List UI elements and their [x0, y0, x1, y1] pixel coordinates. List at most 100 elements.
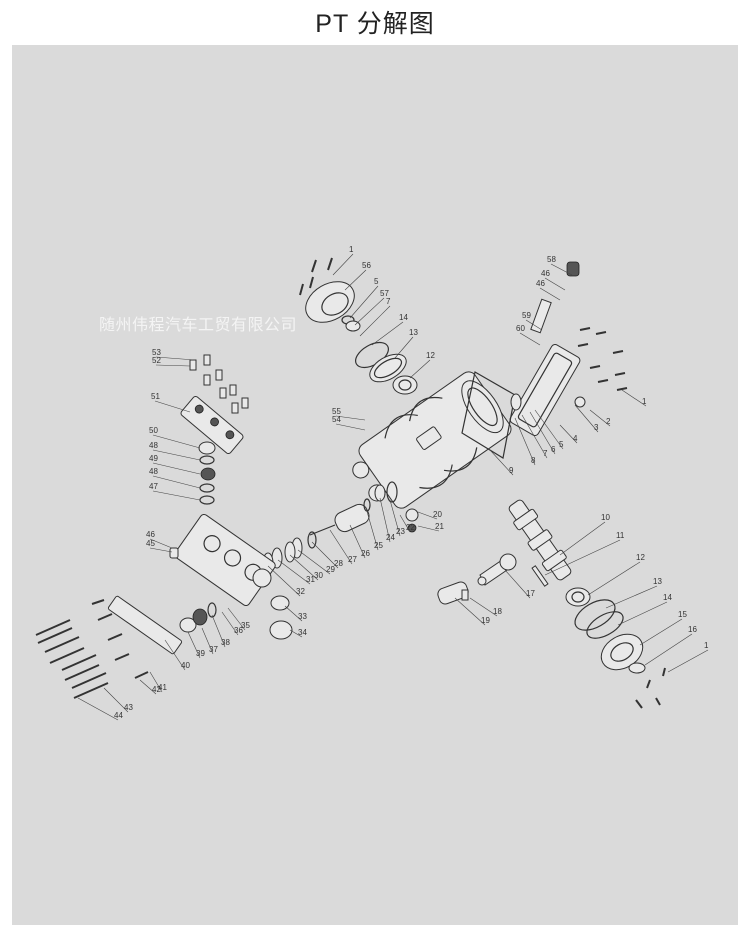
callout-leader — [559, 521, 606, 556]
callout-label: 57 — [380, 289, 389, 298]
oil-cap — [566, 261, 580, 277]
callout-leader — [267, 565, 301, 597]
callout-label: 15 — [678, 610, 687, 619]
callout-label: 7 — [386, 297, 391, 306]
callout-leader — [529, 411, 556, 455]
callout-leader — [544, 277, 566, 291]
callout-leader — [211, 614, 226, 648]
callout-leader — [544, 539, 621, 576]
side-plug — [169, 547, 179, 559]
key — [531, 565, 549, 587]
callout-leader — [329, 529, 353, 565]
callout-leader — [349, 285, 379, 319]
callout-label: 5 — [559, 440, 564, 449]
callout-label: 39 — [196, 649, 205, 658]
callout-label: 53 — [152, 348, 161, 357]
callout-label: 36 — [234, 626, 243, 635]
callout-label: 31 — [306, 575, 315, 584]
callout-leader — [227, 607, 246, 631]
callout-label: 34 — [298, 628, 307, 637]
callout-leader — [379, 497, 391, 543]
callout-label: 12 — [426, 351, 435, 360]
seal-ring — [510, 393, 522, 411]
plunger-guide — [437, 581, 469, 605]
callout-leader — [525, 319, 543, 331]
callout-leader — [469, 597, 498, 617]
callout-label: 56 — [362, 261, 371, 270]
callout-label: 22 — [406, 523, 415, 532]
callout-label: 25 — [374, 541, 383, 550]
callout-leader — [332, 253, 354, 276]
callout-leader — [221, 611, 239, 636]
callout-label: 13 — [653, 577, 662, 586]
callout-leader — [164, 639, 186, 671]
callout-label: 24 — [386, 533, 395, 542]
rear-cover-plate — [509, 343, 581, 437]
valve-stack-top — [198, 441, 216, 505]
callout-leader — [284, 605, 303, 622]
callout-label: 35 — [241, 621, 250, 630]
callout-label: 41 — [158, 683, 167, 692]
callout-label: 10 — [601, 513, 610, 522]
callout-leader — [187, 631, 201, 659]
callout-label: 16 — [688, 625, 697, 634]
callout-label: 4 — [573, 434, 578, 443]
callout-label: 18 — [493, 607, 502, 616]
drain-plug — [574, 396, 586, 408]
callout-leader — [77, 697, 119, 721]
callout-leader — [152, 475, 201, 489]
callout-leader — [639, 618, 683, 646]
callout-label: 43 — [124, 703, 133, 712]
callout-leader — [149, 538, 173, 549]
callout-label: 5 — [374, 277, 379, 286]
callout-leader — [574, 404, 599, 433]
callout-leader — [550, 263, 573, 276]
watermark: 随州伟程汽车工贸有限公司 — [99, 317, 298, 334]
manifold-head — [174, 513, 276, 607]
callout-label: 1 — [704, 641, 709, 650]
callout-label: 1 — [349, 245, 354, 254]
callout-leader — [514, 417, 536, 466]
bolts — [35, 257, 666, 709]
callout-leader — [289, 554, 319, 581]
callout-leader — [394, 336, 414, 359]
callout-label: 30 — [314, 571, 323, 580]
callout-label: 44 — [114, 711, 123, 720]
callout-label: 23 — [396, 527, 405, 536]
callout-leader — [417, 525, 440, 532]
callout-label: 29 — [326, 565, 335, 574]
callout-label: 46 — [541, 269, 550, 278]
callout-leader — [335, 415, 366, 421]
callout-label: 42 — [152, 685, 161, 694]
callout-leader — [152, 434, 201, 449]
callout-leader — [605, 585, 658, 609]
callout-leader — [617, 601, 668, 626]
connecting-rod — [477, 553, 517, 586]
callout-label: 11 — [616, 531, 625, 540]
callout-label: 20 — [433, 510, 442, 519]
callout-leader — [519, 332, 541, 346]
callout-label: 47 — [149, 482, 158, 491]
callout-label: 58 — [547, 255, 556, 264]
callout-label: 3 — [594, 423, 599, 432]
callout-label: 37 — [209, 645, 218, 654]
callout-leader — [504, 569, 531, 599]
callout-label: 50 — [149, 426, 158, 435]
callout-labels: 1565577141312584646596012345678955542021… — [77, 245, 709, 721]
callout-leader — [154, 400, 191, 413]
callout-leader — [539, 287, 561, 301]
callout-label: 27 — [348, 555, 357, 564]
callout-label: 12 — [636, 553, 645, 562]
callout-label: 52 — [152, 356, 161, 365]
callout-label: 33 — [298, 612, 307, 621]
callout-leader — [349, 524, 366, 559]
callout-label: 1 — [642, 397, 647, 406]
callout-label: 19 — [481, 616, 490, 625]
callout-label: 8 — [531, 456, 536, 465]
callout-leader — [344, 269, 367, 291]
callout-leader — [409, 359, 431, 379]
callout-label: 2 — [606, 417, 611, 426]
callout-leader — [489, 449, 514, 476]
crankshaft — [508, 499, 572, 581]
